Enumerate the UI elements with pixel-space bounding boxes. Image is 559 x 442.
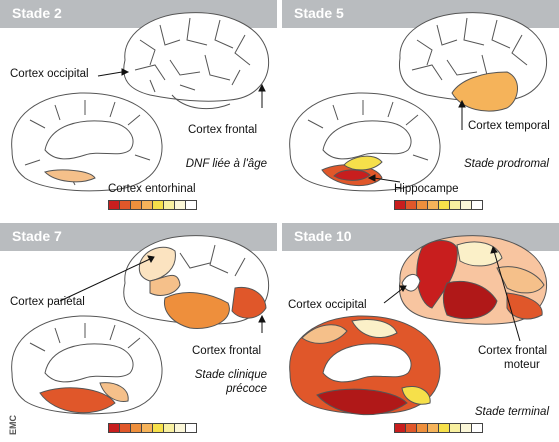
color-scale bbox=[108, 423, 197, 433]
scale-swatch bbox=[142, 201, 153, 209]
scale-swatch bbox=[395, 201, 406, 209]
scale-swatch bbox=[406, 424, 417, 432]
stage-caption: Stade terminal bbox=[474, 406, 549, 418]
medial-brain bbox=[289, 315, 441, 416]
scale-swatch bbox=[406, 201, 417, 209]
lateral-brain bbox=[123, 235, 270, 329]
brain-illustration bbox=[11, 235, 270, 415]
brain-illustration bbox=[11, 12, 270, 192]
scale-swatch bbox=[395, 424, 406, 432]
scale-swatch bbox=[109, 201, 120, 209]
medial-brain bbox=[11, 92, 163, 192]
scale-swatch bbox=[131, 201, 142, 209]
label-cortex-frontal: Cortex frontal bbox=[188, 124, 258, 136]
scale-swatch bbox=[461, 201, 472, 209]
scale-swatch bbox=[175, 424, 186, 432]
scale-swatch bbox=[450, 201, 461, 209]
label-moteur: moteur bbox=[504, 359, 540, 371]
label-arrows bbox=[59, 255, 266, 333]
panel-stade-7: Stade 7 Cortex pariétal Cortex frontal S… bbox=[0, 223, 277, 442]
scale-swatch bbox=[417, 424, 428, 432]
scale-swatch bbox=[131, 424, 142, 432]
scale-swatch bbox=[428, 201, 439, 209]
label-cortex-temporal: Cortex temporal bbox=[468, 120, 550, 132]
scale-swatch bbox=[461, 424, 472, 432]
color-scale bbox=[394, 423, 483, 433]
scale-swatch bbox=[164, 201, 175, 209]
scale-swatch bbox=[164, 424, 175, 432]
scale-swatch bbox=[472, 424, 482, 432]
scale-swatch bbox=[153, 424, 164, 432]
label-cortex-parietal: Cortex pariétal bbox=[10, 296, 85, 308]
scale-swatch bbox=[175, 201, 186, 209]
scale-swatch bbox=[186, 201, 196, 209]
label-arrows bbox=[367, 99, 466, 183]
label-arrows bbox=[97, 68, 266, 108]
scale-swatch bbox=[109, 424, 120, 432]
scale-swatch bbox=[439, 201, 450, 209]
scale-swatch bbox=[417, 201, 428, 209]
panel-title: Stade 10 bbox=[294, 228, 352, 244]
label-cortex-occipital: Cortex occipital bbox=[10, 68, 89, 80]
scale-swatch bbox=[186, 424, 196, 432]
stage-caption-line2: précoce bbox=[226, 383, 267, 395]
scale-swatch bbox=[120, 424, 131, 432]
scale-swatch bbox=[142, 424, 153, 432]
stage-caption-line1: Stade clinique bbox=[194, 369, 267, 381]
label-arrows bbox=[383, 245, 521, 342]
emc-logo: EMC bbox=[8, 415, 18, 435]
scale-swatch bbox=[439, 424, 450, 432]
scale-swatch bbox=[472, 201, 482, 209]
label-cortex-occipital: Cortex occipital bbox=[288, 299, 367, 311]
lateral-brain bbox=[123, 12, 270, 110]
lateral-brain bbox=[398, 12, 548, 112]
panel-title: Stade 7 bbox=[12, 228, 62, 244]
panel-stade-5: Stade 5 Cortex temporal Stade prodromal … bbox=[282, 0, 559, 219]
panel-title: Stade 5 bbox=[294, 5, 344, 21]
medial-brain bbox=[11, 315, 163, 415]
scale-swatch bbox=[153, 201, 164, 209]
scale-swatch bbox=[428, 424, 439, 432]
scale-swatch bbox=[120, 201, 131, 209]
panel-header: Stade 2 bbox=[0, 0, 277, 28]
medial-brain bbox=[289, 92, 441, 192]
scale-swatch bbox=[450, 424, 461, 432]
brain-illustration bbox=[289, 235, 548, 416]
panel-title: Stade 2 bbox=[12, 5, 62, 21]
panel-stade-10: Stade 10 Cortex occipital Cortex frontal… bbox=[282, 223, 559, 442]
label-cortex-frontal: Cortex frontal bbox=[478, 345, 548, 357]
stage-caption: DNF liée à l'âge bbox=[185, 158, 267, 170]
stage-caption: Stade prodromal bbox=[463, 158, 549, 170]
panel-stade-2: Stade 2 Cortex occipital Cortex frontal … bbox=[0, 0, 277, 219]
label-hippocampe: Hippocampe bbox=[394, 183, 459, 195]
label-cortex-entorhinal: Cortex entorhinal bbox=[108, 183, 196, 195]
color-scale bbox=[394, 200, 483, 210]
brain-illustration bbox=[289, 12, 548, 192]
lateral-brain bbox=[398, 235, 548, 325]
color-scale bbox=[108, 200, 197, 210]
label-cortex-frontal: Cortex frontal bbox=[192, 345, 262, 357]
